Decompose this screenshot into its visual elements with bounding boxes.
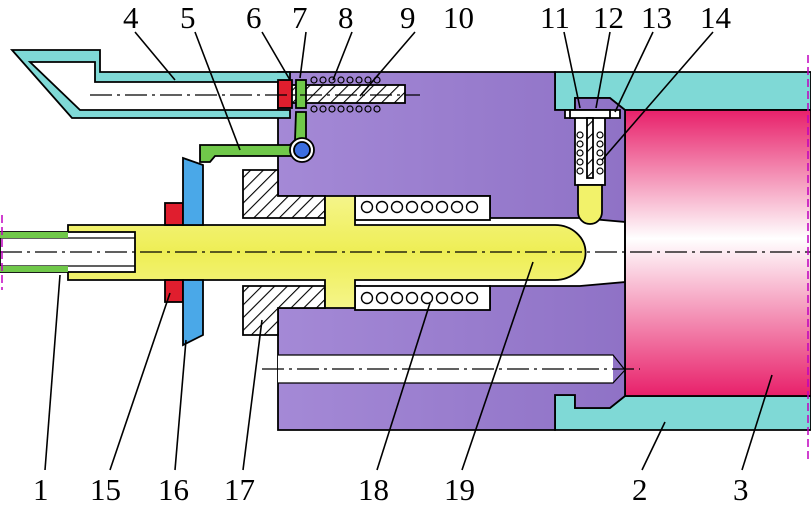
callout-5: 5 [180, 0, 196, 35]
pivot-pin [289, 137, 315, 163]
callout-3: 3 [733, 472, 749, 507]
callout-14: 14 [700, 0, 732, 35]
callout-6: 6 [246, 0, 262, 35]
callout-15: 15 [90, 472, 121, 507]
callout-1: 1 [33, 472, 49, 507]
callout-labels: 4 5 6 7 8 9 10 11 12 13 14 1 15 16 17 18… [33, 0, 749, 507]
detent-spring [576, 131, 604, 175]
callout-10: 10 [443, 0, 474, 35]
callout-9: 9 [400, 0, 416, 35]
callout-4: 4 [123, 0, 139, 35]
main-spring [360, 200, 479, 305]
housing-body [277, 71, 626, 431]
callout-17: 17 [224, 472, 255, 507]
trigger-pin [277, 79, 406, 109]
stop-plate [182, 156, 204, 347]
callout-2: 2 [632, 472, 648, 507]
cartridge [624, 109, 811, 397]
callout-18: 18 [358, 472, 389, 507]
callout-11: 11 [540, 0, 570, 35]
callout-16: 16 [158, 472, 189, 507]
trigger-handle [10, 49, 291, 119]
centerlines [0, 55, 811, 460]
callout-7: 7 [292, 0, 308, 35]
callout-12: 12 [593, 0, 624, 35]
detent-assembly [564, 109, 621, 225]
callout-13: 13 [641, 0, 672, 35]
callout-19: 19 [444, 472, 475, 507]
trigger-spring [310, 76, 381, 113]
callout-8: 8 [338, 0, 354, 35]
leader-lines [44, 31, 773, 471]
